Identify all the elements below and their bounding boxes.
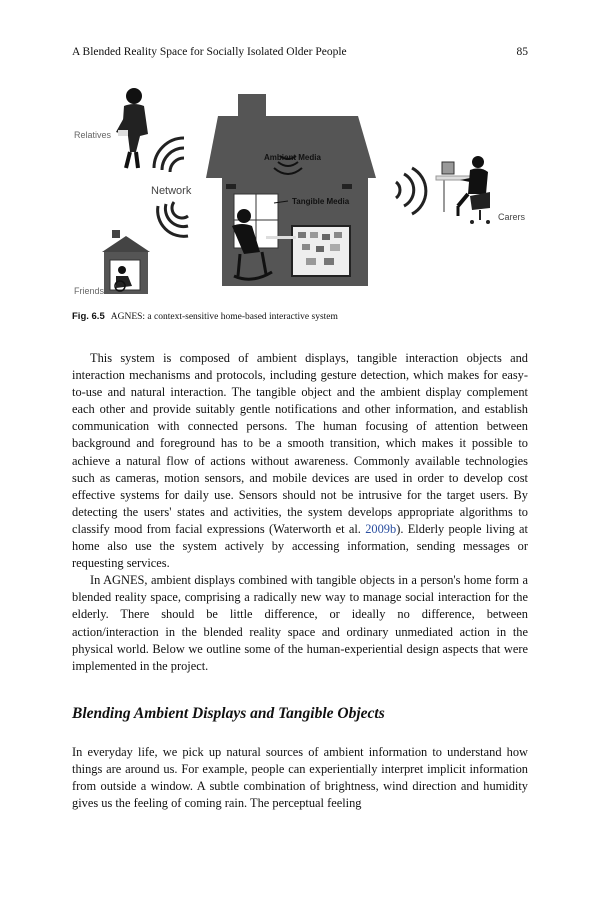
friends-house-icon [102, 230, 150, 294]
paragraph-2: In AGNES, ambient displays combined with… [72, 573, 528, 673]
citation-link[interactable]: 2009b [365, 521, 397, 536]
section-paragraphs: In everyday life, we pick up natural sou… [72, 744, 528, 812]
relative-person-icon [116, 88, 148, 169]
agnes-figure: Relatives Network Friends [66, 86, 536, 304]
paragraph-1-text-a: This system is composed of ambient displ… [72, 351, 528, 536]
tangible-media-label: Tangible Media [292, 197, 350, 206]
friends-label: Friends [74, 286, 105, 296]
relatives-label: Relatives [74, 130, 112, 140]
page-number: 85 [516, 46, 529, 58]
section-heading: Blending Ambient Displays and Tangible O… [72, 705, 385, 722]
figure-caption: Fig. 6.5 AGNES: a context-sensitive home-… [72, 311, 528, 322]
network-waves-icon [152, 136, 189, 238]
carer-person-icon [435, 156, 490, 224]
ambient-media-label: Ambient Media [264, 153, 321, 162]
main-house-icon [206, 94, 376, 286]
running-head-title: A Blended Reality Space for Socially Iso… [72, 46, 347, 58]
figure-caption-label: Fig. 6.5 [72, 311, 105, 322]
carers-label: Carers [498, 212, 526, 222]
paragraph-3: In everyday life, we pick up natural sou… [72, 745, 528, 811]
network-label: Network [151, 185, 192, 197]
body-paragraphs: This system is composed of ambient displ… [72, 350, 528, 675]
paragraph-1-text-b: ). Elderly people living at home also us… [72, 521, 528, 571]
figure-caption-text: AGNES: a context-sensitive home-based in… [110, 312, 338, 322]
paragraph-1: This system is composed of ambient displ… [72, 350, 528, 572]
carers-waves-icon [394, 166, 428, 216]
